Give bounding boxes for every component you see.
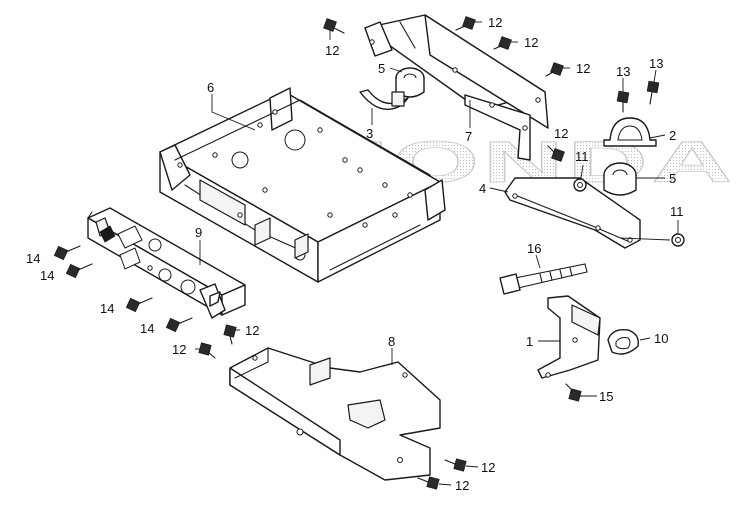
- callout-5: 5: [378, 61, 385, 76]
- bolt-15: [565, 383, 582, 402]
- part-2-clamp: [603, 117, 657, 147]
- callout-11: 11: [670, 204, 684, 219]
- bolt-12-mid-right: [547, 145, 565, 162]
- callout-8: 8: [388, 334, 395, 349]
- part-11-washer-lower: [671, 233, 685, 247]
- bolt-12-top-right-b: [545, 62, 564, 77]
- callout-2: 2: [669, 128, 676, 143]
- part-5-grommet-right: [603, 162, 637, 196]
- bolt-13-right: [646, 80, 660, 105]
- callout-14: 14: [26, 251, 40, 266]
- callout-15: 15: [599, 389, 613, 404]
- part-3-clamp: [359, 89, 409, 110]
- bolt-12-top-mid: [455, 16, 476, 31]
- callout-12: 12: [524, 35, 538, 50]
- callout-14: 14: [140, 321, 154, 336]
- callout-11: 11: [575, 149, 589, 164]
- leader-lines: [195, 21, 679, 486]
- callout-12: 12: [554, 126, 568, 141]
- callout-13: 13: [616, 64, 630, 79]
- bolt-12-top-right-a: [493, 36, 512, 50]
- callout-12: 12: [325, 43, 339, 58]
- callout-12: 12: [245, 323, 259, 338]
- bolt-14-d: [165, 317, 193, 333]
- part-16-long-bolt: [499, 263, 588, 295]
- callout-13: 13: [649, 56, 663, 71]
- bolt-12-bottom-b: [417, 476, 440, 490]
- part-6-main-frame: [159, 87, 446, 283]
- part-11-washer-upper: [573, 178, 587, 192]
- callout-12: 12: [488, 15, 502, 30]
- callout-1: 1: [526, 334, 533, 349]
- bolt-13-left: [616, 90, 630, 113]
- bolt-12-mid-b: [198, 342, 216, 359]
- callout-12: 12: [455, 478, 469, 493]
- callout-6: 6: [207, 80, 214, 95]
- bolt-14-b: [65, 263, 93, 279]
- callout-labels: 12 12 12 12 12 5 3 7 6 13 13 2 11 5 4 11…: [26, 15, 684, 493]
- callout-12: 12: [576, 61, 590, 76]
- part-8-lower-plate: [229, 347, 441, 481]
- callout-14: 14: [100, 301, 114, 316]
- part-10-clip: [607, 329, 639, 355]
- callout-14: 14: [40, 268, 54, 283]
- part-4-bracket: [504, 177, 641, 249]
- callout-5: 5: [669, 171, 676, 186]
- callout-3: 3: [366, 126, 373, 141]
- bolt-12-top-left: [323, 18, 345, 34]
- callout-16: 16: [527, 241, 541, 256]
- part-7-upper-bracket: [364, 14, 549, 161]
- callout-7: 7: [465, 129, 472, 144]
- callout-12: 12: [481, 460, 495, 475]
- bolt-14-c: [125, 297, 153, 313]
- part-1-bracket: [537, 295, 601, 379]
- part-9-front-plate: [87, 207, 246, 319]
- bolt-12-bottom-a: [444, 458, 467, 472]
- bolt-14-a: [53, 245, 81, 261]
- callout-10: 10: [654, 331, 668, 346]
- bolt-12-mid-a: [223, 324, 237, 345]
- callout-4: 4: [479, 181, 486, 196]
- callout-9: 9: [195, 225, 202, 240]
- callout-12: 12: [172, 342, 186, 357]
